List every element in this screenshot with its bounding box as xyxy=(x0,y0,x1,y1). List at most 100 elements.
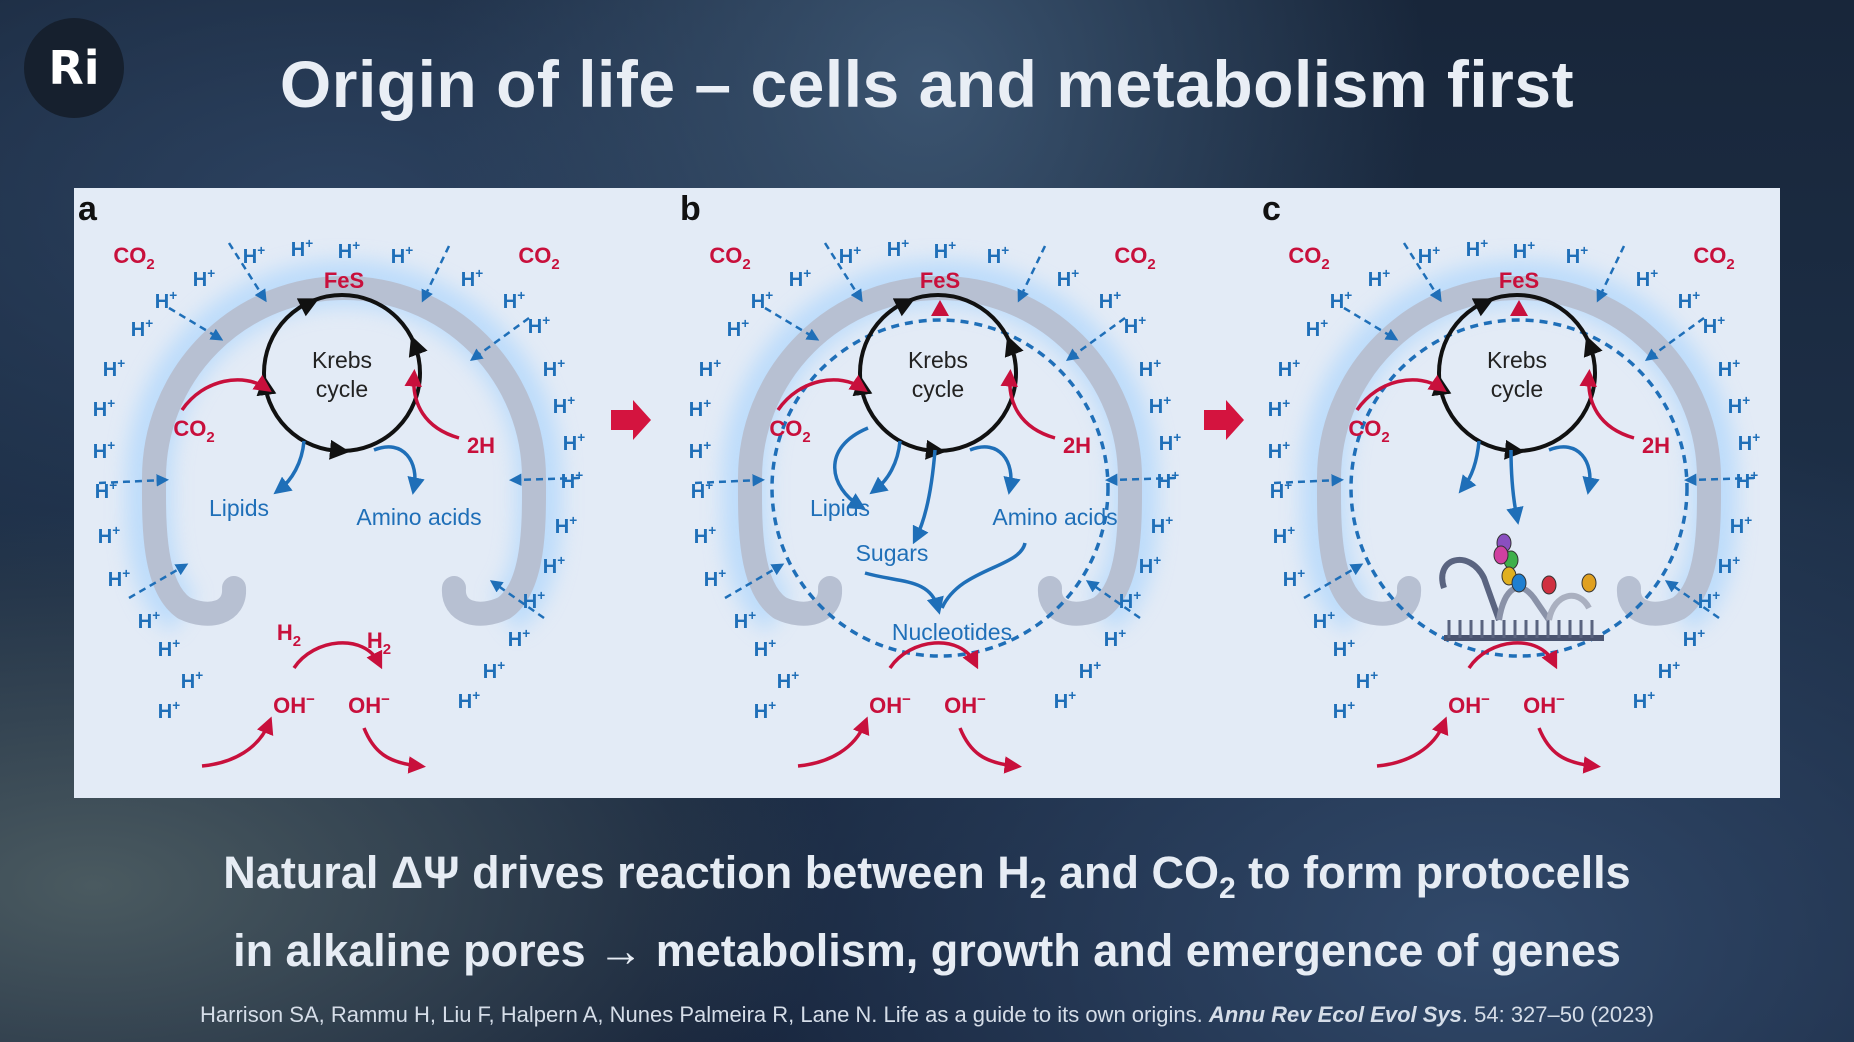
h-plus-label: H+ xyxy=(158,698,180,723)
h-plus-label: H+ xyxy=(103,356,125,381)
h-plus-label: H+ xyxy=(181,668,203,693)
protocell-membrane xyxy=(1349,318,1689,658)
h-plus-label: H+ xyxy=(528,313,550,338)
h-plus-label: H+ xyxy=(1268,438,1290,463)
h-plus-label: H+ xyxy=(694,523,716,548)
h-plus-label: H+ xyxy=(1139,356,1161,381)
h-plus-label: H+ xyxy=(95,478,117,503)
krebs-cycle-ring xyxy=(262,293,422,453)
product-arrow xyxy=(1506,449,1524,525)
amino-acid-bead xyxy=(1493,545,1509,565)
cycle-arrow xyxy=(1583,335,1603,358)
krebs-label-2: cycle xyxy=(316,376,368,402)
h-plus-label: H+ xyxy=(734,608,756,633)
fes-triangle xyxy=(931,300,949,316)
h2-label-right: H2 xyxy=(367,628,391,658)
cycle-arrow xyxy=(408,335,428,358)
h-plus-label: H+ xyxy=(1333,698,1355,723)
co2-outer-left: CO2 xyxy=(1288,243,1329,273)
co2-inner-label: CO2 xyxy=(1348,416,1389,446)
h-plus-label: H+ xyxy=(243,243,265,268)
co2-outer-right: CO2 xyxy=(518,243,559,273)
h-plus-label: H+ xyxy=(483,658,505,683)
h-plus-label: H+ xyxy=(563,430,585,455)
co2-inner-label: CO2 xyxy=(769,416,810,446)
oh-label-left: OH− xyxy=(273,691,315,718)
cycle-arrow xyxy=(892,298,916,317)
h-plus-label: H+ xyxy=(1333,636,1355,661)
h-plus-label: H+ xyxy=(1513,238,1535,263)
h-plus-label: H+ xyxy=(1099,288,1121,313)
sugars-label: Sugars xyxy=(856,540,929,566)
panel-letter-c: c xyxy=(1262,190,1281,228)
proton-influx-arrow xyxy=(1664,580,1720,620)
protocell-membrane xyxy=(770,318,1110,658)
h-plus-label: H+ xyxy=(1104,626,1126,651)
h-plus-label: H+ xyxy=(1703,313,1725,338)
h-plus-label: H+ xyxy=(1278,356,1300,381)
oh-label-left: OH− xyxy=(869,691,911,718)
h-plus-label: H+ xyxy=(934,238,956,263)
product-arrow xyxy=(1548,445,1600,495)
proton-influx-arrow xyxy=(764,306,820,341)
proton-influx-arrow xyxy=(1596,245,1626,303)
h-plus-label: H+ xyxy=(1079,658,1101,683)
amino-acid-bead xyxy=(1581,573,1597,593)
lipids-label: Lipids xyxy=(810,495,870,521)
h-plus-label: H+ xyxy=(1636,266,1658,291)
twoH-label: 2H xyxy=(1642,433,1670,458)
arrow-a-to-b xyxy=(611,400,651,440)
amino-arrow xyxy=(373,445,425,495)
h-plus-label: H+ xyxy=(555,513,577,538)
oh-label-right: OH− xyxy=(348,691,390,718)
oh-out-arrow xyxy=(958,727,1022,774)
krebs-label-2: cycle xyxy=(912,376,964,402)
proton-influx-arrow xyxy=(421,245,451,303)
proton-influx-arrow xyxy=(1017,245,1047,303)
oh-in-arrow xyxy=(797,716,870,768)
co2-outer-left: CO2 xyxy=(113,243,154,273)
proton-influx-arrow xyxy=(724,563,785,600)
proton-influx-arrow xyxy=(227,242,267,303)
panel-letter-a: a xyxy=(78,190,97,228)
h-plus-label: H+ xyxy=(158,636,180,661)
h-plus-label: H+ xyxy=(1466,236,1488,261)
h-plus-label: H+ xyxy=(508,626,530,651)
h-plus-label: H+ xyxy=(987,243,1009,268)
h-plus-label: H+ xyxy=(98,523,120,548)
caption-line-2: in alkaline pores → metabolism, growth a… xyxy=(233,925,1621,976)
h-plus-label: H+ xyxy=(93,438,115,463)
proton-influx-arrow xyxy=(168,306,224,341)
trna-arm xyxy=(1546,592,1592,621)
h-plus-label: H+ xyxy=(777,668,799,693)
membrane xyxy=(737,276,1143,626)
h-plus-label: H+ xyxy=(553,393,575,418)
proton-influx-arrow xyxy=(1402,242,1442,303)
h-plus-label: H+ xyxy=(523,588,545,613)
amino-arrow xyxy=(969,445,1021,495)
h-plus-label: H+ xyxy=(1368,266,1390,291)
twoH-arrow xyxy=(1000,369,1056,440)
h-plus-label: H+ xyxy=(503,288,525,313)
co2-arrow xyxy=(776,374,868,411)
h-plus-label: H+ xyxy=(754,636,776,661)
h2-arrow xyxy=(888,641,979,670)
h-plus-label: H+ xyxy=(155,288,177,313)
krebs-label-2: cycle xyxy=(1491,376,1543,402)
cycle-arrow xyxy=(329,439,350,460)
twoH-label: 2H xyxy=(467,433,495,458)
sugars-arrow xyxy=(912,449,937,545)
sugars-to-nucleotides xyxy=(864,571,944,615)
arrow-b-to-c xyxy=(1204,400,1244,440)
amino-acids-label: Amino acids xyxy=(992,504,1117,530)
h-plus-label: H+ xyxy=(839,243,861,268)
h-plus-label: H+ xyxy=(789,266,811,291)
h-plus-label: H+ xyxy=(1268,396,1290,421)
h-plus-label: H+ xyxy=(108,566,130,591)
caption: Natural ΔΨ drives reaction between H2 an… xyxy=(0,842,1854,982)
nucleotides-label: Nucleotides xyxy=(892,619,1012,645)
proton-influx-arrow xyxy=(98,474,169,487)
proton-influx-arrow xyxy=(1085,580,1141,620)
